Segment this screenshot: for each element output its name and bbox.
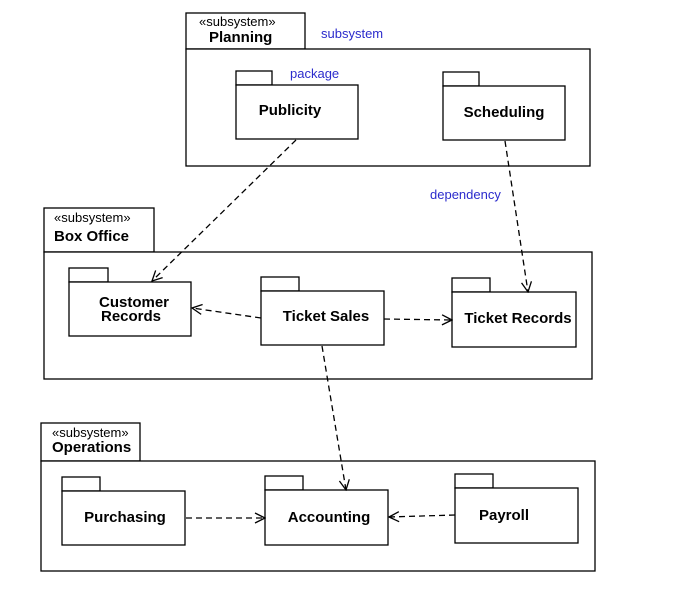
package-ticket-records: Ticket Records bbox=[451, 277, 577, 348]
package-publicity-body bbox=[235, 84, 359, 140]
package-scheduling-tab bbox=[442, 71, 480, 87]
subsystem-planning-stereotype: «subsystem» bbox=[199, 14, 276, 29]
annotation-subsystem-label: subsystem bbox=[321, 26, 383, 41]
dependency-payroll-to-accounting bbox=[389, 515, 456, 517]
package-accounting-name: Accounting bbox=[288, 509, 371, 526]
dependency-ticket-sales-to-ticket-records bbox=[383, 319, 452, 320]
package-payroll: Payroll bbox=[454, 473, 579, 544]
package-ticket-records-body bbox=[451, 291, 577, 348]
package-accounting-tab bbox=[264, 475, 304, 491]
package-purchasing: Purchasing bbox=[61, 476, 186, 546]
package-ticket-sales-body bbox=[260, 290, 385, 346]
package-ticket-sales-tab bbox=[260, 276, 300, 292]
package-publicity-name: Publicity bbox=[259, 102, 322, 119]
package-payroll-body bbox=[454, 487, 579, 544]
subsystem-box-office-name: Box Office bbox=[54, 228, 129, 245]
package-accounting: Accounting bbox=[264, 475, 389, 546]
package-customer-records-body bbox=[68, 281, 192, 337]
subsystem-planning-tab bbox=[185, 12, 306, 50]
package-publicity: Publicity bbox=[235, 70, 359, 140]
package-scheduling: Scheduling bbox=[442, 71, 566, 141]
dependency-ticket-sales-to-customer-records bbox=[192, 308, 262, 319]
dependency-ticket-sales-to-accounting bbox=[321, 345, 346, 490]
package-payroll-tab bbox=[454, 473, 494, 489]
subsystem-planning-name: Planning bbox=[209, 29, 272, 46]
package-purchasing-name: Purchasing bbox=[84, 509, 166, 526]
package-payroll-name: Payroll bbox=[479, 507, 529, 524]
package-purchasing-tab bbox=[61, 476, 101, 492]
package-customer-records: Customer Records bbox=[68, 267, 192, 337]
dependency-scheduling-to-ticket-records bbox=[504, 140, 528, 292]
package-scheduling-body bbox=[442, 85, 566, 141]
package-ticket-records-tab bbox=[451, 277, 491, 293]
package-ticket-records-name: Ticket Records bbox=[464, 310, 571, 327]
subsystem-operations-name: Operations bbox=[52, 439, 131, 456]
annotation-package-label: package bbox=[290, 66, 339, 81]
subsystem-box-office-stereotype: «subsystem» bbox=[54, 210, 131, 225]
package-ticket-sales: Ticket Sales bbox=[260, 276, 385, 346]
package-customer-records-tab bbox=[68, 267, 109, 283]
package-customer-records-name-line1: Customer bbox=[99, 294, 169, 311]
package-scheduling-name: Scheduling bbox=[464, 104, 545, 121]
annotation-dependency-label: dependency bbox=[430, 187, 501, 202]
subsystem-operations-tab bbox=[40, 422, 141, 462]
package-ticket-sales-name: Ticket Sales bbox=[283, 308, 369, 325]
subsystem-operations-stereotype: «subsystem» bbox=[52, 425, 129, 440]
subsystem-box-office-tab bbox=[43, 207, 155, 253]
dependency-publicity-to-customer-records bbox=[152, 139, 297, 281]
package-publicity-tab bbox=[235, 70, 273, 86]
package-purchasing-body bbox=[61, 490, 186, 546]
package-customer-records-name-line2: Records bbox=[101, 308, 161, 325]
